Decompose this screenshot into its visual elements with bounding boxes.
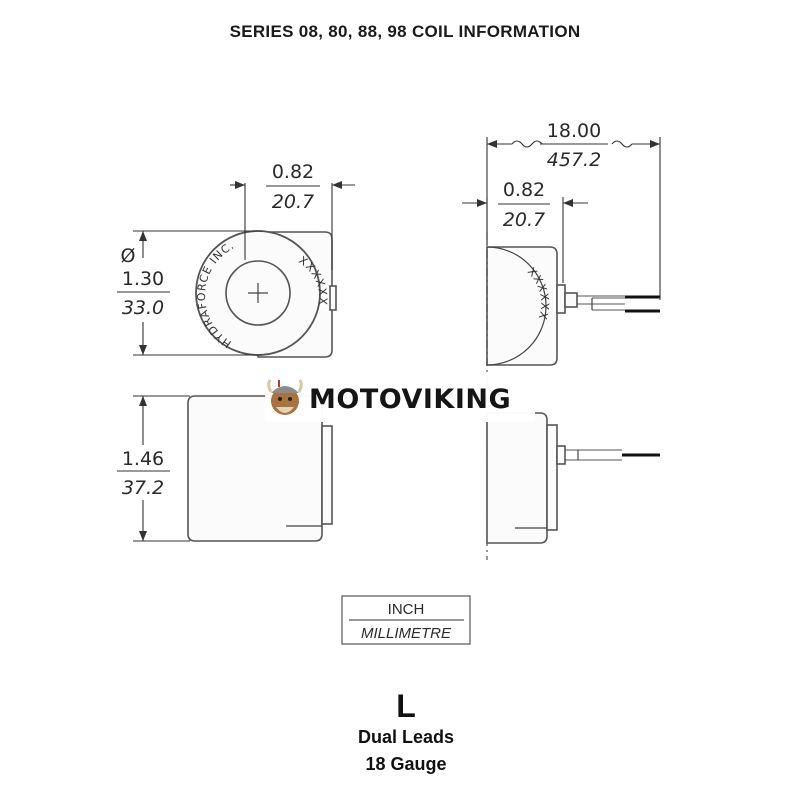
bottom-right-housing — [486, 412, 548, 544]
variant-line-1: Dual Leads — [358, 727, 454, 747]
bottom-right-collar — [546, 424, 558, 531]
front-terminal-stub — [329, 285, 337, 311]
watermark: MOTOVIKING — [265, 376, 535, 422]
front-width-mm: 20.7 — [272, 191, 314, 213]
legend-inch: INCH — [388, 601, 425, 618]
diameter-inch: 1.30 — [122, 268, 164, 290]
front-width-inch: 0.82 — [272, 161, 314, 183]
variant-code: L — [396, 688, 416, 724]
height-dimension: 1.46 37.2 — [117, 395, 190, 542]
side-terminal-stub — [556, 284, 566, 314]
lead-length-inch: 18.00 — [547, 120, 601, 142]
bottom-left-view — [187, 395, 333, 542]
variant-line-2: 18 Gauge — [365, 754, 446, 774]
side-width-dimension: 0.82 20.7 — [462, 179, 588, 283]
diameter-dimension: Ø 1.30 33.0 — [117, 230, 262, 356]
diameter-symbol: Ø — [121, 245, 136, 267]
bottom-left-collar — [321, 425, 333, 525]
units-legend: INCH MILLIMETRE — [341, 595, 471, 645]
bottom-right-stub — [556, 445, 566, 465]
side-terminal-cap — [564, 292, 578, 308]
height-mm: 37.2 — [122, 477, 164, 499]
height-inch: 1.46 — [122, 448, 164, 470]
page-title: SERIES 08, 80, 88, 98 COIL INFORMATION — [230, 22, 581, 41]
watermark-text: MOTOVIKING — [309, 383, 512, 415]
side-width-inch: 0.82 — [503, 179, 545, 201]
front-width-dimension: 0.82 20.7 — [230, 161, 355, 270]
viking-mascot-icon — [267, 379, 303, 415]
legend-millimetre: MILLIMETRE — [361, 625, 452, 642]
side-coil-arc — [486, 246, 547, 366]
diameter-mm: 33.0 — [122, 297, 164, 319]
side-view: XXXXXX — [486, 246, 660, 366]
bottom-right-view — [486, 412, 660, 544]
side-width-mm: 20.7 — [503, 209, 545, 231]
lead-length-dimension: 18.00 457.2 — [486, 120, 661, 300]
side-housing — [486, 246, 558, 366]
lead-length-mm: 457.2 — [547, 149, 601, 171]
front-view: HYDRAFORCE INC. XXXXXX — [195, 230, 337, 358]
